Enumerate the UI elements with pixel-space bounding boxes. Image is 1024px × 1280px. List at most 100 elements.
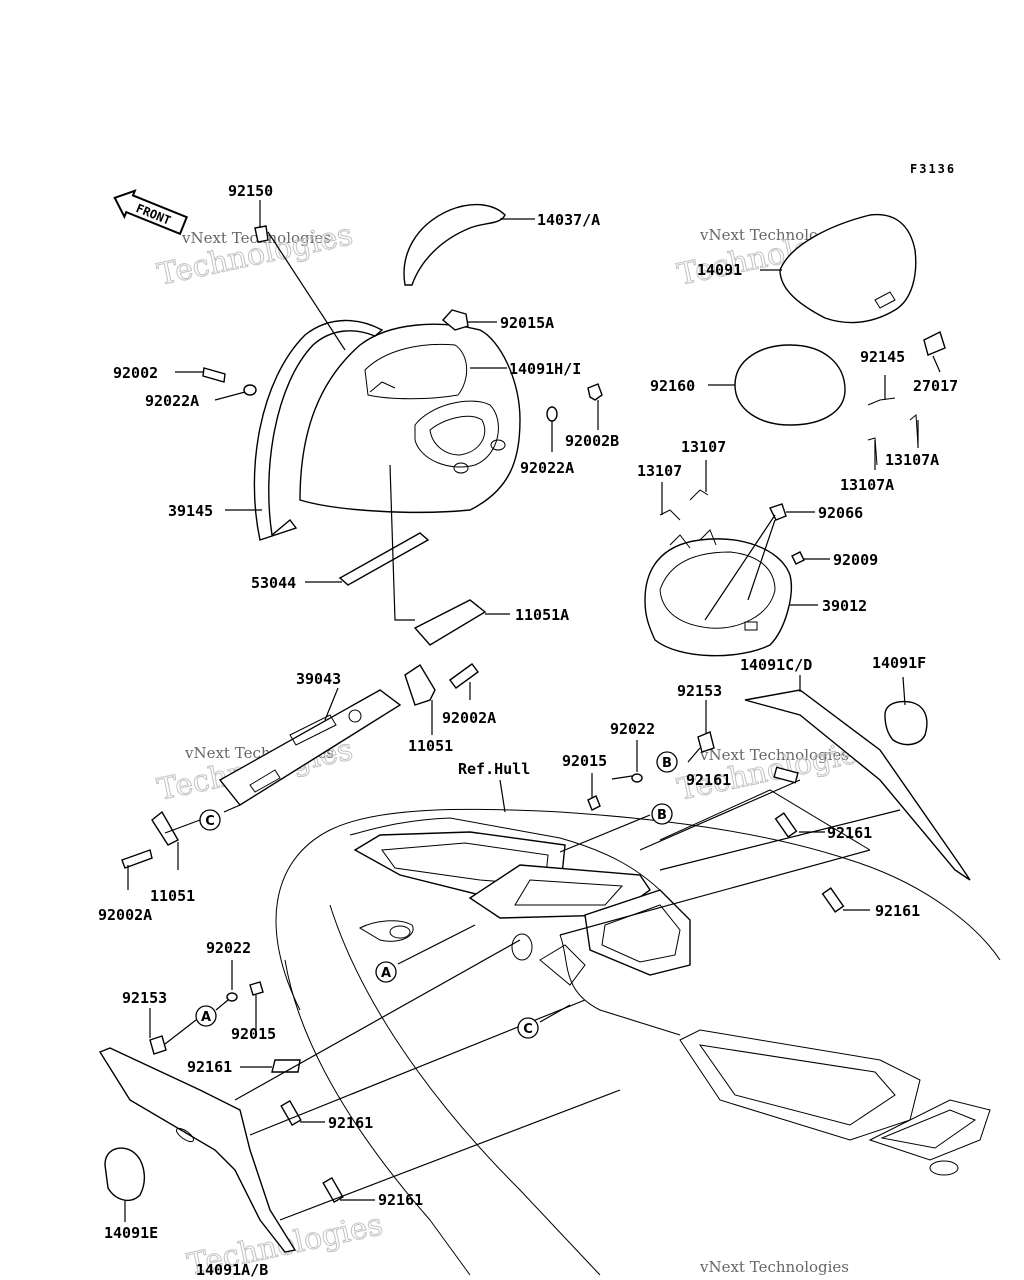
bolt-92002B xyxy=(587,383,603,401)
part-label: 92015 xyxy=(562,752,607,770)
pad-92161-f xyxy=(322,1177,344,1203)
part-label: 92002A xyxy=(442,709,496,727)
part-label: 92150 xyxy=(228,182,273,200)
svg-text:B: B xyxy=(662,756,672,771)
washer-92022A-right xyxy=(546,406,558,422)
part-label: 92153 xyxy=(122,989,167,1007)
part-label: 11051 xyxy=(150,887,195,905)
part-label: 92009 xyxy=(833,551,878,569)
svg-text:B: B xyxy=(657,808,667,823)
side-panel-right xyxy=(587,689,971,913)
svg-text:C: C xyxy=(523,1022,533,1037)
part-label: 27017 xyxy=(913,377,958,395)
washer-92022A-left xyxy=(243,384,257,396)
part-label: 11051A xyxy=(515,606,569,624)
fitting-92066 xyxy=(769,503,787,521)
part-label: 13107 xyxy=(637,462,682,480)
seal xyxy=(253,319,384,541)
part-label: 14037/A xyxy=(537,211,600,229)
callout-C-upper: C xyxy=(199,809,221,831)
part-label: 92002 xyxy=(113,364,158,382)
part-label: 92161 xyxy=(827,824,872,842)
part-label: 14091H/I xyxy=(509,360,581,378)
storage-assembly xyxy=(644,213,946,657)
cowl-assembly xyxy=(121,203,603,869)
part-label: 14091F xyxy=(872,654,926,672)
bolt-92002A-top xyxy=(449,663,479,689)
panel-14091AB xyxy=(98,1047,297,1253)
part-label: 92066 xyxy=(818,504,863,522)
part-label: 92022 xyxy=(206,939,251,957)
clip-13107A-a xyxy=(867,437,878,466)
clip-13107-b xyxy=(689,489,709,501)
tag-27017 xyxy=(923,331,946,356)
part-label: 39043 xyxy=(296,670,341,688)
pad-92161-a xyxy=(773,766,799,784)
nut-92015-top xyxy=(587,795,601,811)
part-label: 92161 xyxy=(875,902,920,920)
part-label: 92002A xyxy=(98,906,152,924)
part-label: 92015A xyxy=(500,314,554,332)
part-label: 13107 xyxy=(681,438,726,456)
cap-14091E xyxy=(104,1147,146,1202)
bolt-92002A-bottom xyxy=(121,849,153,869)
part-label: 92161 xyxy=(187,1058,232,1076)
part-label: 92153 xyxy=(677,682,722,700)
part-label: 92022 xyxy=(610,720,655,738)
pad-92161-e xyxy=(280,1100,302,1126)
front-arrow-icon: FRONT xyxy=(113,189,189,236)
pipe-53044 xyxy=(338,532,430,586)
bracket-11051-bottom xyxy=(151,810,179,846)
callout-A-lower: A xyxy=(375,961,397,983)
callout-A-upper: A xyxy=(195,1005,217,1027)
part-label: 14091A/B xyxy=(196,1261,268,1279)
part-label: 53044 xyxy=(251,574,296,592)
bolt-92150 xyxy=(254,225,269,243)
pad-92161-c xyxy=(821,887,845,913)
clip-92153-top xyxy=(697,731,715,753)
hull-drawing xyxy=(275,789,1001,1276)
clip-13107A-b xyxy=(909,413,919,446)
part-label: 92022A xyxy=(145,392,199,410)
callout-B-upper: B xyxy=(656,751,678,773)
bucket-39012 xyxy=(644,538,792,657)
cover-14091 xyxy=(779,213,917,324)
panel-14091CD xyxy=(744,689,971,881)
part-label: 14091E xyxy=(104,1224,158,1242)
pad-92160 xyxy=(734,344,846,426)
part-label: 13107A xyxy=(885,451,939,469)
part-label: 39012 xyxy=(822,597,867,615)
washer-92022-bottom xyxy=(226,992,238,1002)
screw-92009 xyxy=(791,551,805,565)
watermark-text: vNext Technologies xyxy=(699,1258,849,1276)
svg-text:A: A xyxy=(381,966,391,981)
part-label: 92161 xyxy=(328,1114,373,1132)
pad-92161-d xyxy=(271,1059,301,1073)
clip-92145 xyxy=(867,397,896,406)
grab-handle xyxy=(403,203,506,286)
callout-C-lower: C xyxy=(517,1017,539,1039)
figure-code: F3136 xyxy=(910,162,956,176)
part-label: 92161 xyxy=(686,771,731,789)
part-label: 13107A xyxy=(840,476,894,494)
part-label: 92161 xyxy=(378,1191,423,1209)
clip-13107-a xyxy=(659,509,681,521)
callout-B-lower: B xyxy=(651,803,673,825)
bracket-11051-top xyxy=(404,664,436,706)
part-label: 92015 xyxy=(231,1025,276,1043)
cap-14091F xyxy=(884,700,928,746)
watermark-text: vNext Technologies xyxy=(181,229,331,247)
clip-92153-bottom xyxy=(149,1035,167,1055)
part-label: 92002B xyxy=(565,432,619,450)
nut-92015A xyxy=(441,309,469,331)
svg-text:C: C xyxy=(205,814,215,829)
part-label: 14091C/D xyxy=(740,656,812,674)
watermark-text: vNext Technologies xyxy=(699,746,849,764)
part-labels: 92150 14037/A 92015A 14091H/I 92002 9202… xyxy=(98,182,958,1279)
part-label: 92145 xyxy=(860,348,905,366)
pad-92161-b xyxy=(774,812,798,838)
side-panel-left xyxy=(98,981,344,1253)
bracket-11051A xyxy=(413,599,487,646)
part-label: 92022A xyxy=(520,459,574,477)
